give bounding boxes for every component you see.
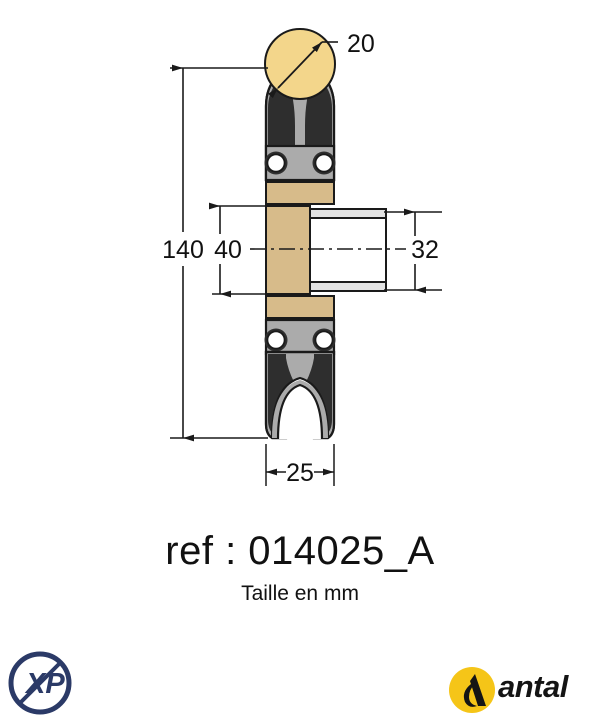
dimension-32: 32 [384, 208, 442, 294]
sheave-body-lower [264, 350, 336, 440]
dimension-40-label: 40 [214, 236, 242, 264]
bushing-assembly [265, 181, 335, 319]
units-note: Taille en mm [241, 582, 359, 605]
reference-label: ref : 014025_A [165, 529, 435, 573]
dimension-20-label: 20 [347, 30, 375, 58]
antal-logo-mark [449, 667, 495, 713]
upper-bolt-band [264, 144, 336, 182]
dimension-25-label: 25 [286, 459, 314, 487]
caption-block: ref : 014025_A Taille en mm [0, 528, 600, 606]
dimension-140: 140 [162, 64, 268, 442]
antal-logo-text: antal [498, 669, 568, 704]
lower-bolt-band [264, 318, 336, 356]
dimension-40: 40 [209, 202, 270, 298]
dimension-25: 25 [265, 444, 335, 487]
antal-logo: antal [448, 664, 596, 716]
xp-logo: XP [8, 651, 72, 715]
axle-tube [309, 208, 387, 292]
dimension-140-label: 140 [162, 236, 204, 264]
dimension-20: 20 [268, 30, 375, 99]
dimension-32-label: 32 [411, 236, 439, 264]
xp-logo-text: XP [24, 668, 65, 700]
